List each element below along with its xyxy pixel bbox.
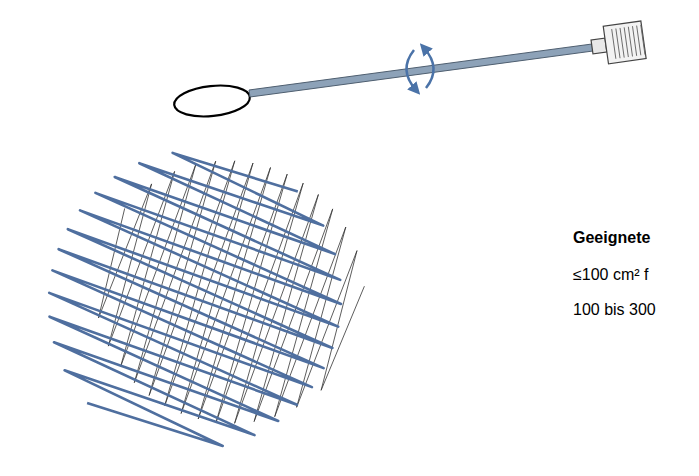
swab-head [173,82,252,120]
note-label: 100 bis 300 [573,300,656,319]
knurl-line [612,29,616,59]
rotation-arrow [406,50,416,90]
swab-stick [249,44,593,97]
swab-pattern [49,153,364,446]
knurl-line [628,27,632,57]
heading-label: Geeignete [573,228,650,247]
knurl-line [637,26,641,56]
knurl-line [641,25,645,55]
wipe-path [99,161,365,424]
knurl-line [616,28,620,58]
note-label: ≤100 cm² f [573,265,648,284]
knurl-line [620,28,624,58]
knurl-line [624,27,628,57]
knurl-line [632,26,636,56]
wipe-path [49,153,341,446]
rotation-arrow [424,48,434,88]
swab-handle [589,21,646,66]
